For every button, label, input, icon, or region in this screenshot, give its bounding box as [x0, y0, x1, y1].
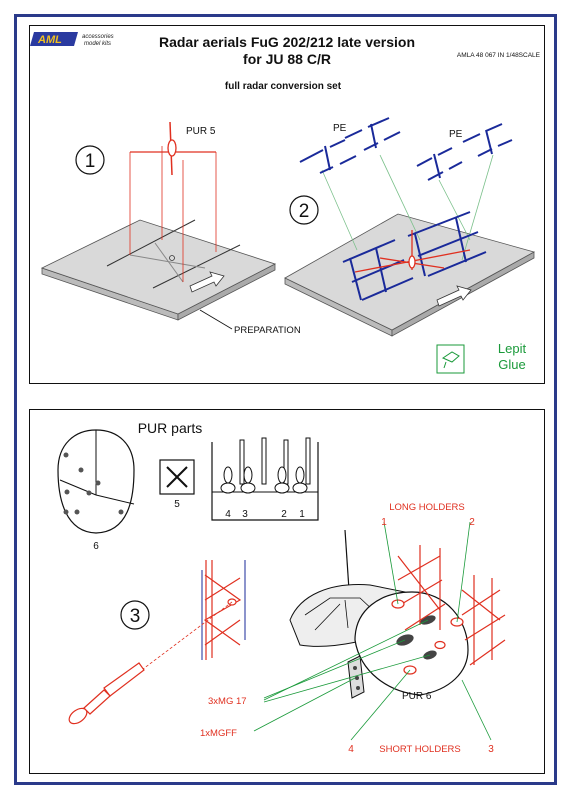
title-line2: for JU 88 C/R	[243, 51, 331, 67]
pur6-label: PUR 6	[402, 691, 432, 702]
logo-sub2: model kits	[84, 41, 111, 47]
step2-plate	[284, 213, 536, 331]
panel-top	[29, 25, 545, 384]
pur5-label: PUR 5	[186, 126, 216, 137]
step3-leaders	[253, 521, 492, 741]
preparation-label: PREPARATION	[234, 325, 301, 336]
sprue-label-3: 3	[242, 509, 248, 520]
glue-line1: Lepit	[498, 341, 527, 356]
product-code: AMLA 48 067 IN 1/48SCALE	[457, 52, 541, 59]
callout-3: 3	[488, 744, 494, 755]
step3-number-circle	[120, 600, 150, 630]
pur-parts-title: PUR parts	[138, 420, 203, 436]
sprue-label-1: 1	[299, 509, 305, 520]
long-holders	[391, 545, 506, 675]
title-line1: Radar aerials FuG 202/212 late version	[159, 34, 415, 50]
step2-number: 2	[299, 201, 310, 222]
step2-number-circle	[289, 195, 319, 225]
pe-aerial-top-right	[416, 123, 513, 181]
step2-direction-arrow	[436, 285, 472, 307]
outer-frame	[14, 14, 557, 785]
preparation-leader	[199, 309, 233, 330]
part5-box	[159, 459, 195, 495]
short-holders-label: SHORT HOLDERS	[379, 744, 460, 755]
part5-number: 5	[174, 499, 180, 510]
callout-2: 2	[469, 517, 475, 528]
part6-number: 6	[93, 541, 99, 552]
mgff-holder-part	[68, 662, 145, 725]
pe-aerial-top-left	[299, 117, 401, 174]
step2-diagram	[284, 117, 536, 337]
glue-line2: Glue	[498, 357, 525, 372]
step3-number: 3	[130, 606, 141, 627]
mg17-label: 3xMG 17	[208, 696, 247, 707]
step3-aircraft-nose	[289, 529, 506, 699]
long-holders-label: LONG HOLDERS	[389, 502, 465, 513]
logo-sub1: accessories	[82, 34, 114, 40]
mgff-label: 1xMGFF	[200, 728, 237, 739]
mgff-gondola	[347, 655, 365, 699]
step1-diagram	[40, 121, 277, 321]
step1-direction-arrow	[189, 271, 225, 293]
logo-text: AML	[37, 34, 62, 46]
glue-icon	[436, 344, 465, 374]
pe-label-left: PE	[333, 123, 347, 134]
step1-number: 1	[85, 151, 96, 172]
pe-label-right: PE	[449, 129, 463, 140]
part6-canopy	[57, 429, 135, 534]
pur5-part	[167, 139, 177, 157]
sprue-label-2: 2	[281, 509, 287, 520]
step1-plate	[40, 219, 277, 315]
subtitle: full radar conversion set	[225, 81, 342, 92]
sprue-label-4: 4	[225, 509, 231, 520]
sprue-holders	[211, 437, 319, 521]
callout-4: 4	[348, 744, 354, 755]
antenna-mast	[344, 529, 350, 591]
aml-logo: AML accessories model kits	[30, 32, 114, 47]
step1-number-circle	[75, 145, 105, 175]
step3-aerial-holder	[68, 560, 246, 725]
callout-1: 1	[381, 517, 387, 528]
nose-glazing	[354, 591, 469, 696]
